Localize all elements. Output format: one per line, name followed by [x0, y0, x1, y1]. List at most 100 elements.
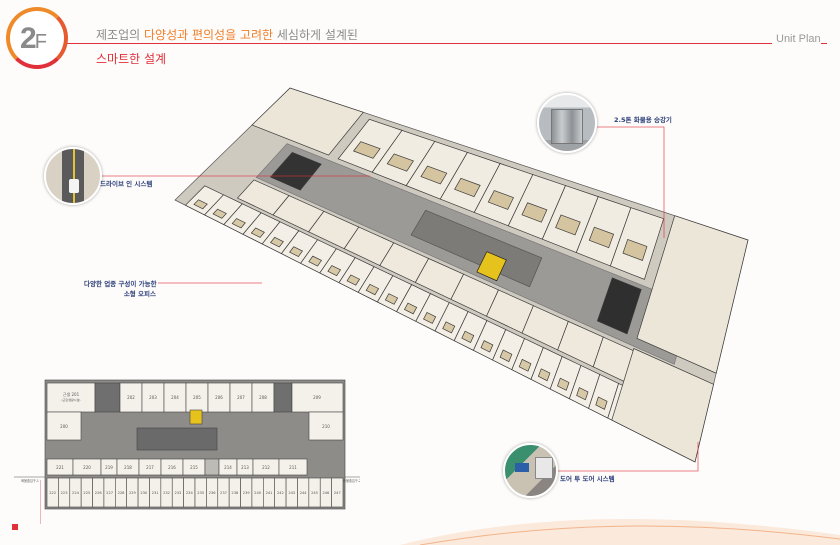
corner-unit-right-lower — [611, 348, 714, 463]
office-furniture — [386, 153, 414, 172]
office-furniture — [365, 283, 380, 296]
drive-in-photo — [44, 147, 102, 205]
room-bottom-number: 243 — [288, 491, 295, 495]
office-furniture — [499, 349, 513, 363]
room-bottom-number: 227 — [106, 491, 113, 495]
office-furniture — [269, 236, 284, 248]
elevator-label: 2.5톤 화물용 승강기 — [614, 116, 672, 124]
room-bottom-number: 232 — [163, 491, 170, 495]
office-furniture — [461, 330, 475, 343]
office-furniture — [537, 368, 551, 382]
room-corner — [46, 382, 96, 413]
office-furniture — [420, 165, 448, 185]
office-furniture — [518, 358, 532, 372]
office-furniture — [346, 274, 361, 286]
section-label: Unit Plan — [772, 33, 821, 45]
room-middle-number: 221 — [56, 465, 64, 470]
decorative-swoosh — [400, 518, 840, 545]
office-furniture — [231, 218, 246, 229]
office-furniture — [403, 302, 418, 315]
room-bottom-number: 246 — [322, 491, 330, 495]
door-to-door-label: 도어 투 도어 시스템 — [560, 475, 615, 483]
office-furniture — [353, 141, 381, 159]
subheadline: 스마트한 설계 — [96, 52, 167, 66]
office-furniture — [588, 226, 615, 249]
room-bottom-number: 231 — [152, 491, 159, 495]
room-bottom-number: 238 — [231, 491, 239, 495]
elevator-core-right — [596, 277, 642, 335]
room-middle-number: 219 — [105, 465, 113, 470]
office-furniture — [576, 387, 589, 401]
office-furniture — [442, 321, 456, 334]
room-bottom-number: 229 — [129, 491, 137, 495]
floor-badge — [6, 7, 68, 69]
corner-unit-left — [251, 87, 364, 156]
office-furniture — [250, 227, 265, 238]
door-to-door-photo — [503, 443, 558, 498]
room-left — [46, 411, 82, 441]
office-furniture — [289, 246, 303, 257]
page-marker — [12, 524, 18, 530]
room-bottom-number: 241 — [266, 491, 273, 495]
headline-suffix: 세심하게 설계된 — [273, 28, 358, 42]
room-right-mid — [308, 411, 344, 441]
room-top-number: 205 — [193, 395, 201, 400]
room-top-number: 204 — [171, 395, 179, 400]
room-bottom-number: 224 — [72, 491, 80, 495]
office-furniture — [521, 202, 548, 223]
margin-line — [40, 480, 41, 524]
office-furniture — [193, 199, 208, 210]
room-bottom-number: 223 — [61, 491, 68, 495]
room-top-number: 203 — [149, 395, 157, 400]
floor-badge-text: 2F — [20, 22, 47, 56]
office-furniture — [557, 377, 570, 391]
room-bottom-number: 236 — [209, 491, 217, 495]
office-furniture — [308, 255, 323, 267]
room-middle — [278, 458, 308, 476]
room-bottom-number: 225 — [83, 491, 90, 495]
room-middle-number: 218 — [124, 465, 132, 470]
room-bottom-number: 226 — [95, 491, 103, 495]
freight-elevator-photo — [537, 93, 597, 153]
iso-building — [174, 87, 749, 463]
office-furniture — [327, 265, 342, 277]
office-furniture — [595, 396, 608, 410]
room-bottom — [331, 477, 344, 508]
room-right-top — [291, 382, 344, 413]
room-top-number: 208 — [259, 395, 267, 400]
room-bottom-number: 239 — [243, 491, 251, 495]
entrance-right-label: 화물출입구-2 — [343, 478, 360, 483]
hazard-stripes — [476, 251, 507, 282]
office-furniture — [555, 214, 581, 236]
corner-unit-right — [636, 215, 749, 374]
office-furniture — [487, 190, 515, 210]
headline: 제조업의 다양성과 편의성을 고려한 세심하게 설계된 — [96, 26, 358, 43]
room-top-number: 202 — [127, 395, 135, 400]
room-bottom-number: 237 — [220, 491, 227, 495]
room-top-number: 207 — [237, 395, 245, 400]
office-furniture — [454, 177, 481, 198]
room-middle-number: 215 — [190, 465, 198, 470]
office-label: 다양한 업종 구성이 가능한 소형 오피스 — [84, 278, 157, 298]
header-rule — [62, 43, 827, 44]
door-leader-line — [558, 442, 699, 472]
room-top-number: 206 — [215, 395, 223, 400]
room-middle — [204, 458, 220, 476]
room-middle-number: 212 — [262, 465, 270, 470]
stair-core-left — [269, 151, 322, 191]
room-bottom-number: 242 — [277, 491, 284, 495]
hazard-zone — [189, 409, 203, 425]
headline-highlight: 다양성과 편의성을 고려한 — [143, 28, 274, 42]
room-corner-sub: (근린생활시설) — [62, 397, 81, 402]
floor-suffix: F — [34, 31, 47, 53]
elevator-leader-line — [597, 126, 665, 238]
room-middle-number: 214 — [224, 465, 232, 470]
office-furniture — [384, 293, 399, 305]
headline-prefix: 제조업의 — [96, 28, 144, 42]
room-middle-number: 216 — [168, 465, 176, 470]
office-furniture — [423, 311, 437, 324]
room-middle-number: 220 — [83, 465, 91, 470]
